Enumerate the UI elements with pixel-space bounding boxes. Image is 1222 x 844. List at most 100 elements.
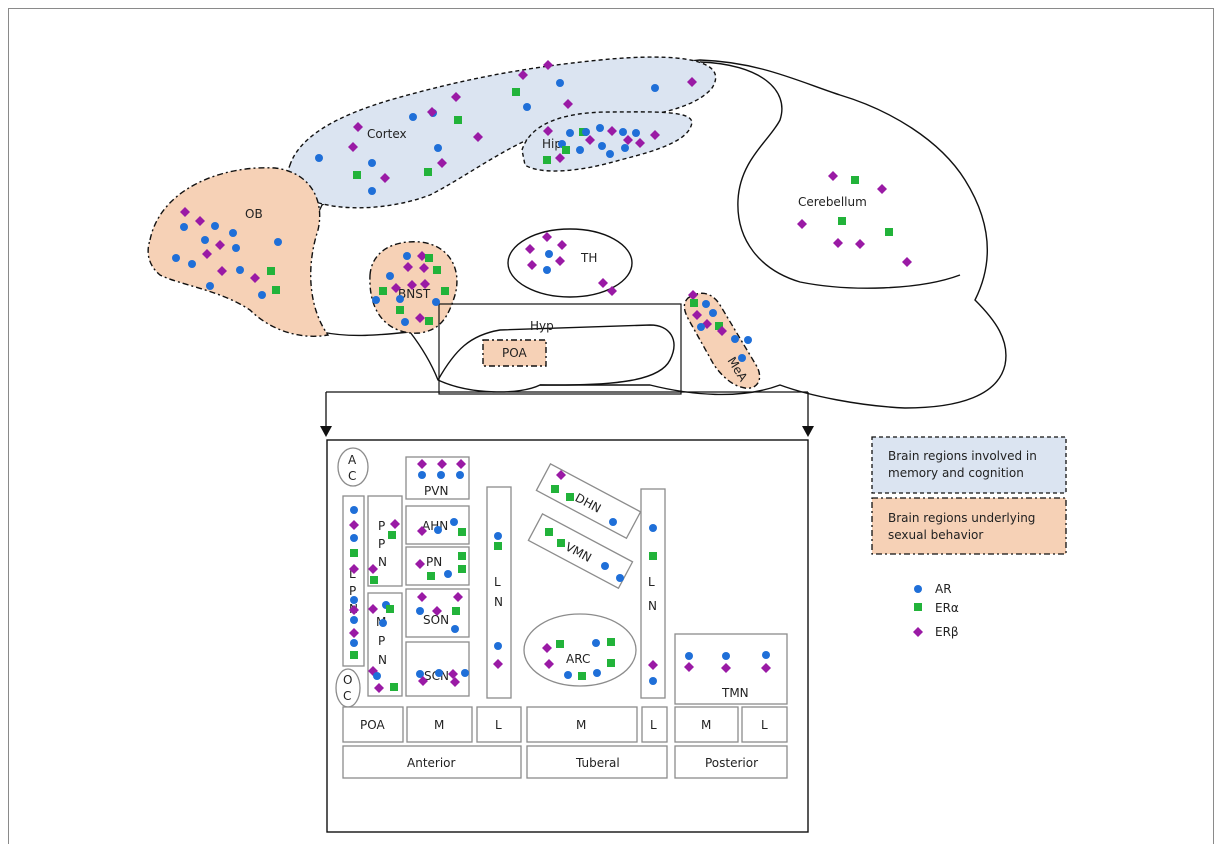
erb-marker [403, 262, 413, 272]
erb-marker [368, 604, 378, 614]
ar-marker [598, 142, 606, 150]
lpn-nucleus [342, 495, 365, 667]
oc-label-2: C [343, 689, 351, 703]
ar-marker [619, 128, 627, 136]
ar-marker [576, 146, 584, 154]
erb-marker [380, 173, 390, 183]
erb-marker [557, 240, 567, 250]
cerebellum-label: Cerebellum [798, 195, 867, 209]
erb-marker [180, 207, 190, 217]
erb-marker [902, 257, 912, 267]
erb-marker [432, 606, 442, 616]
legend-sexual-swatch [871, 497, 1067, 555]
ar-marker [315, 154, 323, 162]
erb-marker [607, 126, 617, 136]
ar-marker [229, 229, 237, 237]
ppn-label-1: P [378, 519, 385, 533]
era-marker [396, 306, 404, 314]
mpn-label-3: N [378, 653, 387, 667]
erb-marker [525, 244, 535, 254]
erb-marker [202, 249, 212, 259]
ar-marker [201, 236, 209, 244]
ar-marker [188, 260, 196, 268]
erb-marker [684, 662, 694, 672]
era-marker [562, 146, 570, 154]
erb-marker [544, 659, 554, 669]
legend-memory-line-2: memory and cognition [888, 466, 1024, 480]
ar-marker [564, 671, 572, 679]
era-marker [424, 168, 432, 176]
ar-marker [709, 309, 717, 317]
erb-marker [217, 266, 227, 276]
erb-marker [349, 605, 359, 615]
ar-marker [593, 669, 601, 677]
erb-marker [542, 232, 552, 242]
sub-poa-label: POA [360, 718, 385, 732]
era-marker [851, 176, 859, 184]
tmn-nucleus [674, 633, 788, 705]
era-marker [388, 531, 396, 539]
sub-m-anterior-label: M [434, 718, 444, 732]
sub-posterior-label: Posterior [705, 756, 758, 770]
ar-marker [206, 282, 214, 290]
ln-left-label-1: L [494, 575, 501, 589]
mea-region [683, 292, 761, 389]
ar-marker [606, 150, 614, 158]
ar-marker [368, 187, 376, 195]
erb-marker [451, 92, 461, 102]
ar-marker [632, 129, 640, 137]
ar-marker [403, 252, 411, 260]
era-marker [350, 651, 358, 659]
cerebellum-outline [699, 61, 961, 289]
hyp-label: Hyp [530, 319, 554, 333]
erb-marker [420, 279, 430, 289]
erb-marker [518, 70, 528, 80]
era-marker [607, 659, 615, 667]
erb-marker [418, 676, 428, 686]
ar-marker [494, 532, 502, 540]
ar-marker [350, 616, 358, 624]
poa-region [482, 339, 547, 367]
legend-memory-swatch [871, 436, 1067, 494]
olfactory-bulb-region [147, 167, 330, 337]
era-marker [649, 552, 657, 560]
ar-marker [596, 124, 604, 132]
ar-marker [401, 318, 409, 326]
era-marker [512, 88, 520, 96]
sub-m-posterior-label: M [701, 718, 711, 732]
ar-marker [494, 642, 502, 650]
erb-marker [527, 260, 537, 270]
erb-marker [687, 77, 697, 87]
erb-marker [648, 660, 658, 670]
era-marker [425, 254, 433, 262]
erb-marker [556, 470, 566, 480]
ar-marker [274, 238, 282, 246]
erb-marker [368, 564, 378, 574]
ar-marker [451, 625, 459, 633]
ar-marker [697, 323, 705, 331]
sub-m-tuberal-label: M [576, 718, 586, 732]
ar-marker [444, 570, 452, 578]
ar-marker [592, 639, 600, 647]
erb-marker [417, 526, 427, 536]
ar-marker [432, 298, 440, 306]
erb-marker [688, 290, 698, 300]
cortex-label: Cortex [367, 127, 407, 141]
erb-marker [349, 520, 359, 530]
ar-marker [702, 300, 710, 308]
era-marker [578, 672, 586, 680]
hippocampus-region [521, 111, 693, 172]
erb-marker [543, 126, 553, 136]
erb-marker [195, 216, 205, 226]
sub-l-tuberal [641, 706, 668, 743]
era-marker [370, 576, 378, 584]
erb-marker [555, 256, 565, 266]
era-marker [607, 638, 615, 646]
sub-m-tuberal [526, 706, 638, 743]
legend-era-marker [914, 603, 922, 611]
erb-marker [607, 286, 617, 296]
ar-marker [232, 244, 240, 252]
ar-marker [350, 639, 358, 647]
erb-marker [349, 564, 359, 574]
pn-label: PN [426, 555, 442, 569]
